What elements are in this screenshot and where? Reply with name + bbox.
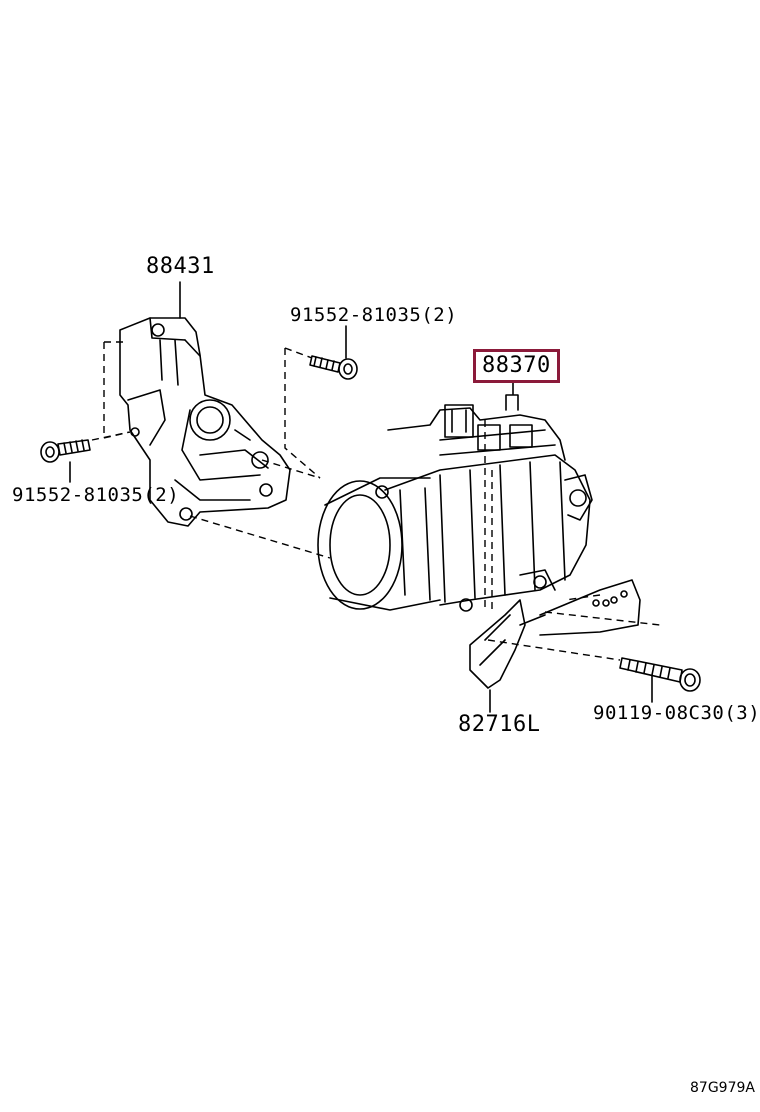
label-bracket-88431: 88431 [146, 254, 215, 279]
bracket-88431 [119, 317, 291, 527]
bolt-left-91552 [40, 439, 91, 463]
stay-82716L [469, 579, 641, 689]
label-bolt-left: 91552-81035(2) [12, 484, 180, 506]
diagram-code: 87G979A [690, 1080, 755, 1096]
label-compressor-88370[interactable]: 88370 [473, 349, 560, 383]
label-bolt-top: 91552-81035(2) [290, 304, 458, 326]
label-bolt-long: 90119-08C30(3) [593, 702, 760, 724]
compressor-88370 [317, 394, 593, 612]
bolt-top-91552 [309, 355, 358, 380]
assembly-lines [91, 341, 661, 661]
label-stay-82716L: 82716L [458, 712, 541, 737]
bolt-long-90119 [619, 657, 701, 692]
